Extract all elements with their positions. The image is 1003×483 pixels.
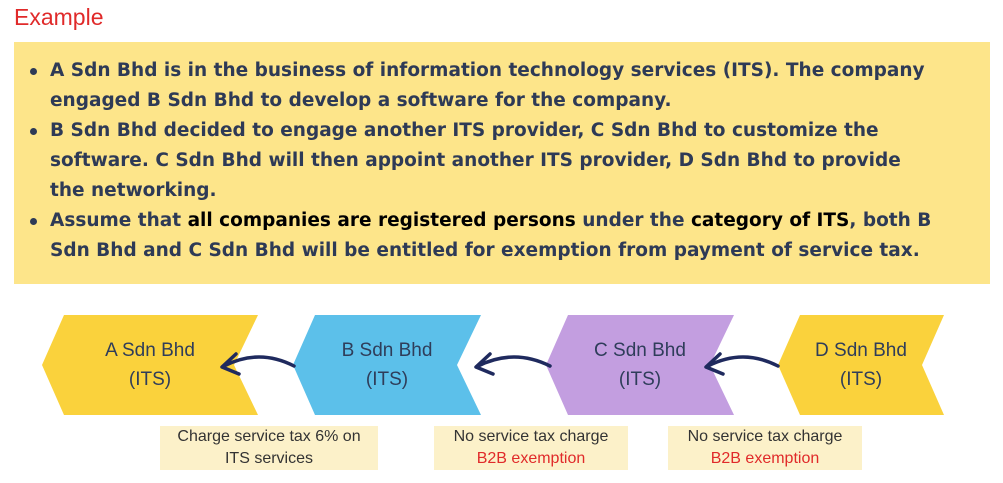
bullet-line: Assume that all companies are registered… [50,206,988,236]
note-c-exemption: No service tax charge B2B exemption [668,426,862,470]
arrow-head [474,352,495,376]
bullet-line: engaged B Sdn Bhd to develop a software … [50,90,672,111]
chevron-fill [293,315,481,415]
note-exemption: B2B exemption [710,450,820,467]
bullet-line: the networking. [50,180,217,201]
arrow-left-icon [220,352,296,376]
chevron-label: C Sdn Bhd (ITS) [594,336,686,394]
chevron-shape [293,315,481,415]
bullet-text: under the [575,210,691,231]
bullet-item: A Sdn Bhd is in the business of informat… [28,56,988,116]
arrow-left-icon [704,352,780,376]
bullet-item: B Sdn Bhd decided to engage another ITS … [28,116,988,206]
chevron-fill [546,315,734,415]
company-name: B Sdn Bhd [341,340,433,361]
chevron-fill [42,315,258,415]
note-line: No service tax charge [453,428,609,445]
arrow-curve [476,355,552,368]
chevron-b-sdn-bhd: B Sdn Bhd (ITS) [293,315,481,415]
arrow-curve [706,355,780,368]
bullet-line: A Sdn Bhd is in the business of informat… [50,60,925,81]
note-exemption: B2B exemption [476,450,586,467]
company-name: C Sdn Bhd [594,340,686,361]
note-line: Charge service tax 6% on [177,428,361,445]
arrow-curve [222,355,296,368]
chevron-label: D Sdn Bhd (ITS) [815,336,907,394]
bullet-line: B Sdn Bhd decided to engage another ITS … [50,120,879,141]
bullet-highlight: category of ITS [690,210,850,231]
bullet-item: Assume that all companies are registered… [28,206,988,266]
note-b-exemption: No service tax charge B2B exemption [434,426,628,470]
chevron-d-sdn-bhd: D Sdn Bhd (ITS) [778,315,944,415]
scenario-box [14,42,990,284]
scenario-bullets: A Sdn Bhd is in the business of informat… [28,56,988,266]
arrow-left-icon [474,352,552,376]
note-line: ITS services [224,450,313,467]
note-a-charge: Charge service tax 6% on ITS services [160,426,378,470]
arrow-head [220,352,241,376]
chevron-label: A Sdn Bhd (ITS) [105,336,195,394]
company-category: (ITS) [128,369,172,390]
company-category: (ITS) [365,369,409,390]
chevron-c-sdn-bhd: C Sdn Bhd (ITS) [546,315,734,415]
bullet-text: , both B [849,210,932,231]
chevron-shape [42,315,258,415]
company-name: D Sdn Bhd [815,340,907,361]
chevron-shape [546,315,734,415]
chevron-label: B Sdn Bhd (ITS) [342,336,433,394]
arrow-head [704,352,725,376]
chevron-shape [778,315,944,415]
example-title: Example [14,4,104,30]
company-name: A Sdn Bhd [105,340,195,361]
note-line: No service tax charge [687,428,843,445]
bullet-text: Assume that [50,210,188,231]
company-category: (ITS) [839,369,883,390]
company-category: (ITS) [618,369,662,390]
bullet-line: Sdn Bhd and C Sdn Bhd will be entitled f… [50,240,920,261]
bullet-line: software. C Sdn Bhd will then appoint an… [50,150,901,171]
bullet-highlight: all companies are registered persons [187,210,576,231]
chevron-fill [778,315,944,415]
chevron-a-sdn-bhd: A Sdn Bhd (ITS) [42,315,258,415]
